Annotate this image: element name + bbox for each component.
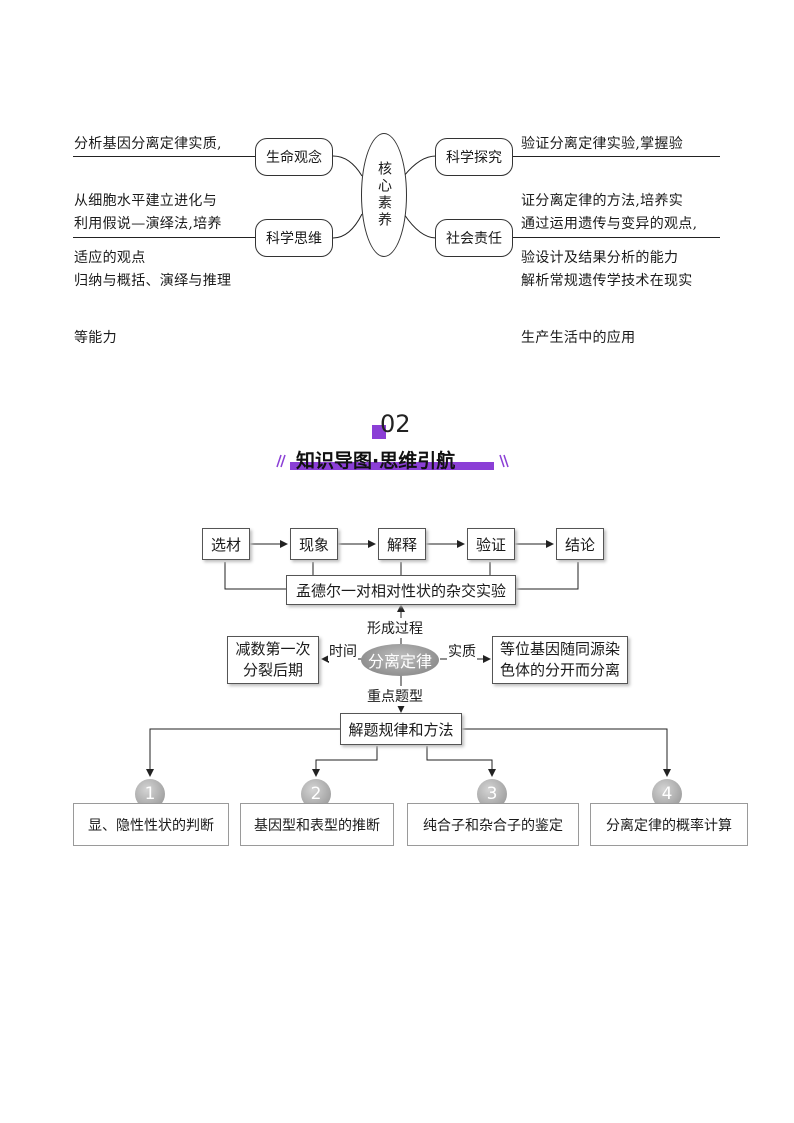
node-scientific-thinking: 科学思维 bbox=[255, 219, 333, 257]
core-literacy-label: 核心素养 bbox=[376, 161, 392, 229]
social-responsibility-text: 通过运用遗传与变异的观点, 解析常规遗传学技术在现实 生产生活中的应用 bbox=[521, 177, 697, 386]
underline bbox=[513, 156, 720, 157]
step-box: 现象 bbox=[290, 528, 338, 560]
essence-label: 实质 bbox=[447, 641, 477, 661]
time-box: 减数第一次 分裂后期 bbox=[227, 636, 319, 684]
text-line: 色体的分开而分离 bbox=[499, 661, 620, 679]
connector-lines bbox=[332, 155, 437, 239]
text-line: 解析常规遗传学技术在现实 bbox=[521, 273, 693, 289]
step-box: 验证 bbox=[467, 528, 515, 560]
text-line: 分裂后期 bbox=[242, 661, 303, 679]
underline bbox=[73, 237, 256, 238]
scientific-inquiry-text: 验证分离定律实验,掌握验 证分离定律的方法,培养实 验设计及结果分析的能力 bbox=[521, 97, 683, 306]
core-literacy-center: 核心素养 bbox=[361, 133, 407, 257]
text-line: 等能力 bbox=[74, 330, 117, 346]
title-underline-bar bbox=[290, 462, 494, 470]
step-box: 解释 bbox=[378, 528, 426, 560]
key-question-type-label: 重点题型 bbox=[366, 686, 424, 706]
right-slash-decoration bbox=[499, 454, 509, 468]
text-line: 利用假说—演绎法,培养 bbox=[74, 216, 222, 232]
text-line: 生产生活中的应用 bbox=[521, 330, 636, 346]
step-box: 选材 bbox=[202, 528, 250, 560]
scientific-thinking-text: 利用假说—演绎法,培养 归纳与概括、演绎与推理 等能力 bbox=[74, 177, 231, 386]
question-type-box: 分离定律的概率计算 bbox=[590, 803, 748, 846]
text-line: 减数第一次 bbox=[235, 640, 311, 658]
text-line: 分析基因分离定律实质, bbox=[74, 136, 222, 152]
text-line: 证分离定律的方法,培养实 bbox=[521, 193, 684, 209]
text-line: 从细胞水平建立进化与 bbox=[74, 193, 217, 209]
node-scientific-inquiry: 科学探究 bbox=[435, 138, 513, 176]
essence-box: 等位基因随同源染 色体的分开而分离 bbox=[492, 636, 628, 684]
left-slash-decoration bbox=[276, 454, 286, 468]
life-concept-text: 分析基因分离定律实质, 从细胞水平建立进化与 适应的观点 bbox=[74, 97, 222, 306]
section-number-square bbox=[372, 425, 386, 439]
section-number: 02 bbox=[380, 410, 411, 438]
question-type-box: 显、隐性性状的判断 bbox=[73, 803, 229, 846]
node-life-concept: 生命观念 bbox=[255, 138, 333, 176]
methods-box: 解题规律和方法 bbox=[340, 713, 462, 745]
time-label: 时间 bbox=[328, 641, 358, 661]
underline bbox=[513, 237, 720, 238]
text-line: 通过运用遗传与变异的观点, bbox=[521, 216, 698, 232]
text-line: 归纳与概括、演绎与推理 bbox=[74, 273, 232, 289]
section-title: 知识导图·思维引航 bbox=[296, 450, 456, 472]
experiment-box: 孟德尔一对相对性状的杂交实验 bbox=[286, 575, 516, 605]
text-line: 验证分离定律实验,掌握验 bbox=[521, 136, 684, 152]
question-type-box: 基因型和表型的推断 bbox=[240, 803, 394, 846]
mindmap-lines bbox=[146, 540, 671, 777]
text-line: 验设计及结果分析的能力 bbox=[521, 250, 679, 266]
node-social-responsibility: 社会责任 bbox=[435, 219, 513, 257]
step-box: 结论 bbox=[556, 528, 604, 560]
underline bbox=[73, 156, 256, 157]
question-type-box: 纯合子和杂合子的鉴定 bbox=[407, 803, 579, 846]
center-node: 分离定律 bbox=[361, 644, 439, 676]
text-line: 等位基因随同源染 bbox=[499, 640, 620, 658]
formation-process-label: 形成过程 bbox=[366, 618, 424, 638]
text-line: 适应的观点 bbox=[74, 250, 146, 266]
